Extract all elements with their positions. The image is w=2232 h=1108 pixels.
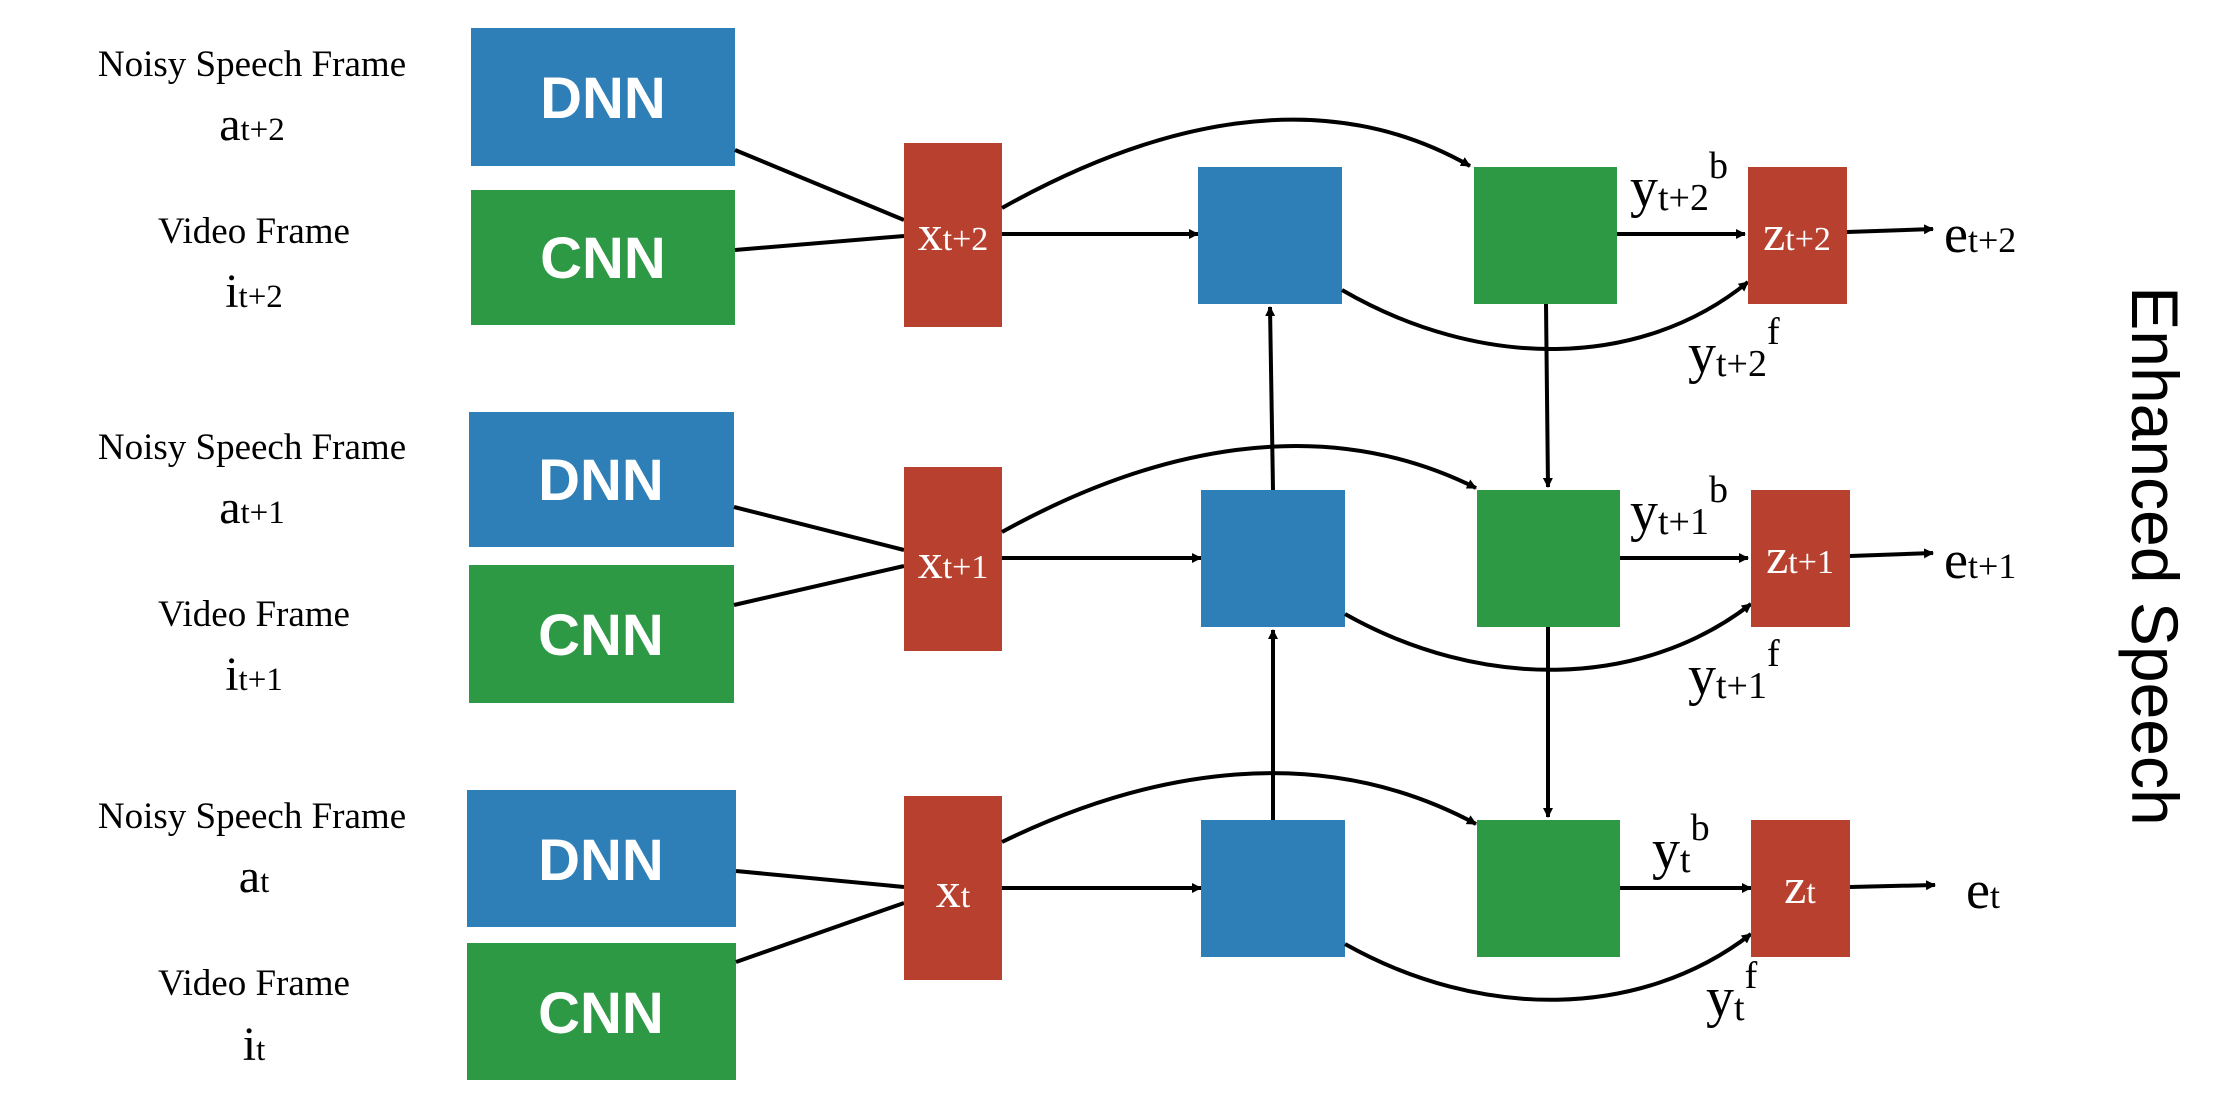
cnn-label: CNN	[538, 603, 664, 668]
cnn-label: CNN	[538, 981, 664, 1046]
enhanced-arrow	[1846, 224, 1934, 235]
fusion-block	[904, 796, 1002, 980]
dnn-to-fusion-line	[733, 505, 905, 552]
cnn-to-fusion-line	[734, 234, 905, 252]
speech-label: Noisy Speech Frame	[98, 796, 406, 837]
dnn-to-fusion-line	[735, 869, 905, 889]
fusion-block	[904, 143, 1002, 327]
fusion-block	[904, 467, 1002, 651]
cnn-block	[471, 190, 735, 325]
dnn-block	[471, 28, 735, 166]
output-label: zt	[1784, 858, 1816, 914]
forward-lstm-block	[1198, 167, 1342, 304]
yb-label: yt+1b	[1630, 469, 1728, 543]
output-block	[1751, 820, 1850, 957]
yf-arrow	[1344, 602, 1753, 672]
cnn-label: CNN	[540, 226, 666, 291]
dnn-block	[467, 790, 736, 927]
video-var: it	[243, 1018, 266, 1071]
yf-arrow	[1340, 280, 1750, 351]
row-t-plus-2: Noisy Speech Frame at+2 Video Frame it+2…	[98, 28, 2016, 385]
speech-var: at+2	[219, 98, 285, 151]
output-label: zt+2	[1763, 205, 1831, 261]
enhanced-speech-side-label: Enhanced Speech	[2118, 286, 2192, 825]
output-label: zt+1	[1766, 528, 1834, 584]
backward-lstm-block	[1477, 820, 1620, 957]
fusion-label: xt+2	[918, 205, 989, 261]
yf-label: yt+2f	[1688, 311, 1780, 385]
fusion-to-backward-lstm-arrow	[1001, 444, 1477, 534]
row-t-plus-1: Noisy Speech Frame at+1 Video Frame it+1…	[98, 412, 2016, 707]
fusion-to-backward-lstm-arrow	[1001, 771, 1477, 844]
yb-label: yt+2b	[1630, 145, 1728, 219]
dnn-label: DNN	[540, 66, 666, 131]
fusion-label: xt	[936, 862, 971, 918]
backward-lstm-block	[1477, 490, 1620, 627]
forward-lstm-block	[1201, 490, 1345, 627]
fusion-label: xt+1	[918, 533, 989, 589]
backward-recurrent-arrow-t2-to-t1	[1542, 303, 1553, 488]
video-var: it+1	[225, 648, 283, 701]
dnn-label: DNN	[538, 828, 664, 893]
output-block	[1751, 490, 1850, 627]
speech-label: Noisy Speech Frame	[98, 427, 406, 468]
video-label: Video Frame	[158, 211, 350, 252]
yb-label: ytb	[1652, 807, 1710, 881]
video-label: Video Frame	[158, 594, 350, 635]
enhanced-arrow	[1849, 880, 1936, 891]
enhanced-label: et	[1966, 860, 2000, 920]
enhanced-label: et+2	[1944, 204, 2016, 264]
cnn-block	[467, 943, 736, 1080]
speech-var: at	[239, 850, 269, 903]
backward-lstm-block	[1474, 167, 1617, 304]
row-t: Noisy Speech Frame at Video Frame it DNN…	[98, 771, 2000, 1080]
yf-label: yt+1f	[1688, 633, 1780, 707]
output-block	[1748, 167, 1847, 304]
fusion-to-backward-lstm-arrow	[1001, 117, 1471, 210]
enhanced-arrow	[1849, 548, 1934, 559]
video-var: it+2	[225, 265, 283, 318]
enhanced-label: et+1	[1944, 530, 2016, 590]
forward-lstm-block	[1201, 820, 1345, 957]
dnn-block	[469, 412, 734, 547]
yf-label: ytf	[1706, 955, 1758, 1029]
dnn-label: DNN	[538, 448, 664, 513]
video-label: Video Frame	[158, 963, 350, 1004]
yf-arrow	[1344, 932, 1753, 1002]
forward-recurrent-arrow-t1-to-t2	[1265, 306, 1276, 491]
dnn-to-fusion-line	[734, 148, 905, 222]
cnn-block	[469, 565, 734, 703]
cnn-to-fusion-line	[735, 901, 905, 964]
cnn-to-fusion-line	[733, 564, 905, 607]
speech-var: at+1	[219, 481, 285, 534]
speech-label: Noisy Speech Frame	[98, 44, 406, 85]
